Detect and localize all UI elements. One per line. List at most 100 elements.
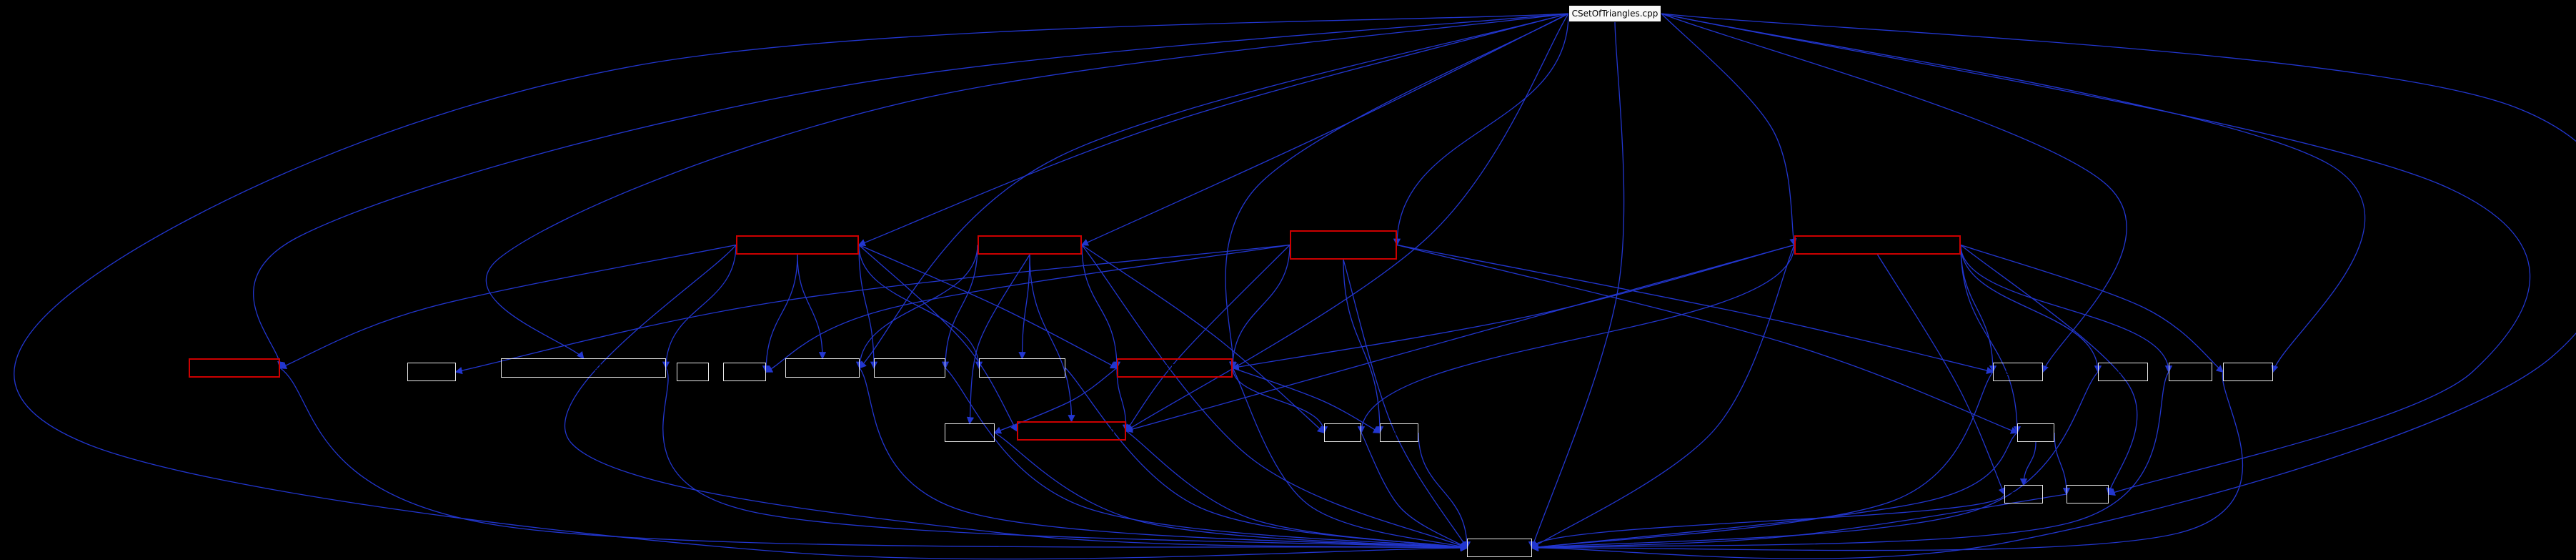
edge-b6-e1	[859, 368, 1468, 551]
edge-root-b9	[1225, 13, 1569, 370]
edge-a4-c2	[1125, 244, 1795, 433]
graph-node-root: CSetOfTriangles.cpp	[1568, 5, 1661, 22]
graph-node-label: mrpt/opengl/CSetOfTriangles.h	[740, 240, 857, 250]
edge-a2-b9	[1081, 245, 1121, 370]
graph-node-b10[interactable]: string	[1993, 363, 2043, 381]
edge-a1-b7	[858, 245, 878, 370]
edge-a3-b5	[765, 244, 1291, 373]
graph-node-label: stdexcept	[410, 367, 453, 377]
graph-node-label: CSetOfTriangles.cpp	[1571, 9, 1659, 19]
edge-b8-e1	[1065, 368, 1468, 551]
graph-node-b2[interactable]: stdexcept	[407, 363, 456, 381]
edge-a1-b1	[279, 244, 737, 369]
graph-node-label: deque	[680, 367, 707, 377]
edge-a4-b12	[1960, 245, 2173, 373]
edge-root-b6	[858, 13, 1569, 369]
graph-node-c5[interactable]: ctime	[2017, 423, 2054, 442]
graph-node-label: iostream	[726, 367, 764, 377]
edge-b7-e1	[945, 368, 1468, 551]
graph-node-b5[interactable]: iostream	[723, 363, 766, 381]
edge-a1-b3	[662, 245, 737, 370]
graph-node-label: set	[1392, 428, 1406, 438]
graph-node-b7[interactable]: mrpt_stdint.h	[874, 358, 945, 378]
edge-b1-e1	[279, 367, 1468, 551]
edge-a2-c3	[1081, 244, 1326, 434]
edge-a4-e1	[1531, 245, 1795, 549]
graph-node-d2[interactable]: sstream	[2067, 485, 2109, 503]
graph-node-a4[interactable]: mrpt/opengl/CRenderizableDisplayList.h	[1794, 235, 1961, 255]
graph-node-b8[interactable]: mrpt/utils/types.h	[979, 358, 1065, 378]
edge-b9-c4	[1232, 367, 1381, 433]
graph-node-b11[interactable]: cstring	[2098, 363, 2148, 381]
edge-a2-b8	[1018, 254, 1030, 360]
edge-d1-e1	[1528, 493, 2005, 549]
edge-a1-c2	[858, 245, 1018, 432]
graph-node-e1[interactable]: mrpt/config.h	[1467, 539, 1532, 557]
edge-root-a3	[1393, 13, 1569, 247]
edge-b9-c3	[1232, 368, 1328, 434]
edge-a3-b2	[454, 244, 1291, 375]
edge-root-e1	[1531, 13, 2576, 559]
edge-a1-b9	[858, 244, 1118, 369]
edge-a4-c5	[1960, 245, 2021, 434]
edge-root-c2	[1125, 13, 1569, 432]
edge-c5-d2	[2054, 432, 2071, 496]
graph-node-label: mrpt/config.h	[1470, 543, 1529, 553]
edge-b10-e1	[1531, 371, 1994, 551]
graph-node-a1[interactable]: mrpt/opengl/CSetOfTriangles.h	[736, 235, 859, 255]
graph-node-c4[interactable]: set	[1380, 423, 1418, 442]
graph-node-label: cstdio	[2011, 489, 2037, 499]
graph-node-b4[interactable]: deque	[677, 363, 709, 381]
edge-b12-e1	[1531, 371, 2169, 551]
graph-node-label: mrpt/utils/CStream.h	[1298, 240, 1388, 250]
edge-a3-c2	[1125, 245, 1291, 432]
edge-b13-e1	[1531, 371, 2244, 551]
edge-a1-b5	[762, 254, 798, 373]
graph-node-label: mrpt/utils/types.h	[984, 363, 1060, 373]
graph-node-a3[interactable]: mrpt/utils/CStream.h	[1290, 230, 1397, 260]
edge-b11-e1	[1531, 371, 2099, 551]
graph-node-b13[interactable]: cstdlib	[2223, 363, 2273, 381]
graph-node-b6[interactable]: mrpt/utils/bits.h	[785, 358, 860, 378]
edge-a3-b9	[1228, 245, 1291, 370]
edge-c5-e1	[1531, 432, 2018, 551]
edge-root-b3	[485, 13, 1569, 360]
graph-node-c2[interactable]: mrpt/math/math_frwds.h	[1017, 421, 1126, 441]
graph-node-label: vector	[955, 428, 984, 438]
graph-node-b12[interactable]: cmath	[2169, 363, 2212, 381]
edge-c1-e1	[994, 432, 1468, 551]
graph-node-c3[interactable]: map	[1324, 423, 1361, 442]
edge-c4-e1	[1418, 432, 1471, 549]
graph-node-c1[interactable]: vector	[945, 423, 995, 442]
edge-a4-d2	[1960, 245, 2138, 496]
graph-node-label: mrpt/poses/CPose3D.h	[981, 240, 1079, 250]
graph-node-label: cmath	[2177, 367, 2204, 377]
graph-node-label: mrpt/utils/CSerializable.h	[1120, 363, 1229, 373]
edge-a2-b6	[855, 245, 978, 370]
graph-node-b3[interactable]: mrpt/otherlibs/stlplus/smart_ptr.hpp	[501, 358, 666, 378]
edge-a4-d1	[1876, 254, 2006, 496]
edge-a1-e1	[564, 245, 1468, 551]
edge-b3-e1	[662, 368, 1468, 551]
edge-d2-e1	[1531, 493, 2067, 551]
graph-node-d1[interactable]: cstdio	[2004, 485, 2043, 503]
edge-c5-d1	[2019, 441, 2037, 486]
graph-node-label: mrpt/otherlibs/stlplus/smart_ptr.hpp	[506, 363, 661, 373]
graph-node-label: mrpt/utils/utils_defs.h	[192, 363, 279, 373]
graph-node-b9[interactable]: mrpt/utils/CSerializable.h	[1117, 358, 1233, 378]
edge-a2-b7	[941, 245, 978, 370]
edge-root-d2	[1661, 13, 2531, 496]
graph-node-b1[interactable]: mrpt/utils/utils_defs.h	[189, 358, 280, 378]
edge-root-a4	[1661, 13, 1797, 247]
graph-node-label: ctime	[2024, 428, 2048, 438]
edge-a2-e1	[1081, 245, 1468, 549]
edge-a4-b9	[1231, 244, 1795, 371]
edge-a2-c2	[1029, 254, 1075, 423]
edge-a1-b6	[797, 254, 827, 360]
edge-root-b10	[1661, 13, 2127, 373]
graph-node-a2[interactable]: mrpt/poses/CPose3D.h	[978, 235, 1082, 255]
edge-a3-b10	[1396, 244, 1994, 375]
graph-node-label: mrpt/opengl/CRenderizableDisplayList.h	[1798, 240, 1959, 250]
edge-root-a1	[857, 13, 1569, 247]
